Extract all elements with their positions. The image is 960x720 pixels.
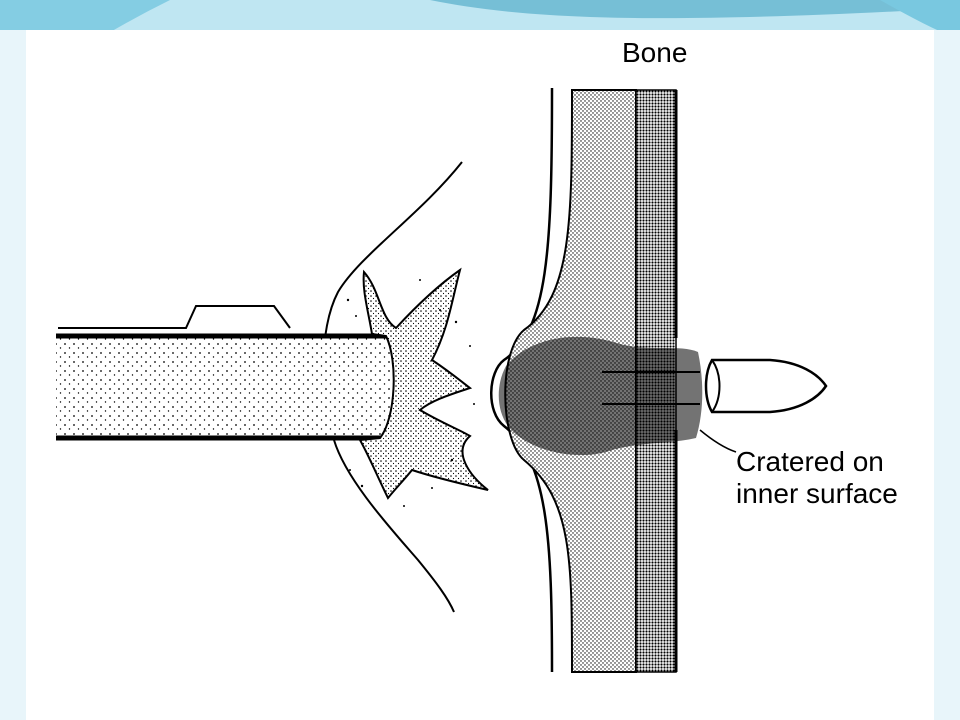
decor-swoosh-right xyxy=(430,0,960,19)
decor-right-strip xyxy=(934,30,960,720)
crater-label: Cratered on inner surface xyxy=(736,446,898,510)
bullet-track xyxy=(602,371,700,405)
membrane-line xyxy=(490,87,554,673)
barrel-tube xyxy=(56,336,399,438)
bullet-base xyxy=(711,359,721,413)
decor-left-strip xyxy=(0,30,26,720)
bullet xyxy=(704,358,828,414)
crater-zone xyxy=(498,336,703,456)
muzzle-blast xyxy=(358,267,489,500)
bone-label: Bone xyxy=(622,37,688,68)
barrel-sight xyxy=(58,305,291,329)
decor-swoosh-left xyxy=(0,0,170,110)
crater-label-line2: inner surface xyxy=(736,478,898,509)
crater-label-line1: Cratered on xyxy=(736,446,884,477)
residue-specks xyxy=(346,279,475,507)
crater-leader-line xyxy=(699,429,737,453)
